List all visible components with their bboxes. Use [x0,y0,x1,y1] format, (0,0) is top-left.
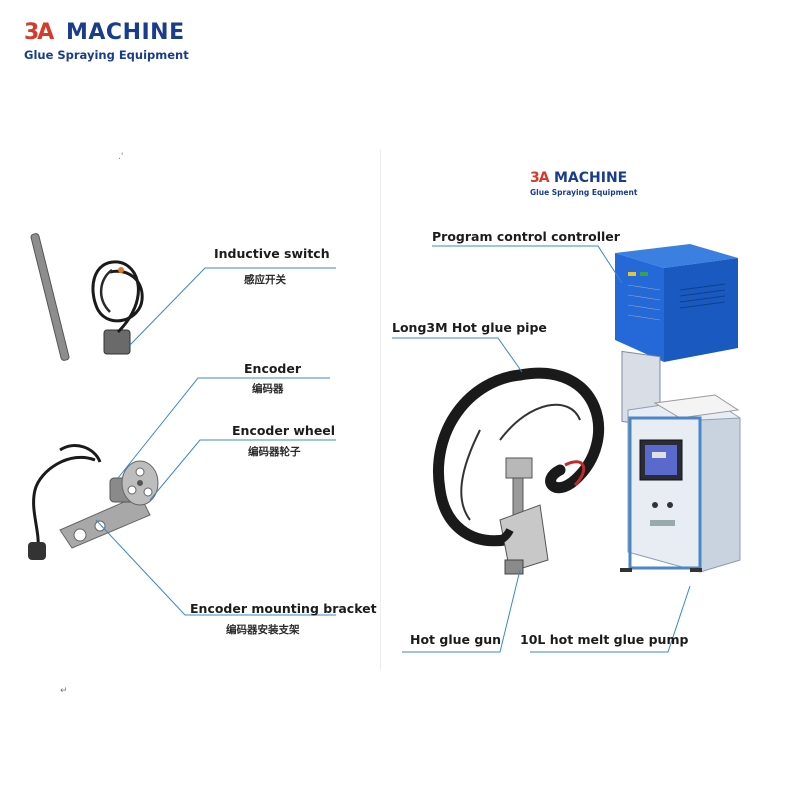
glue-pump-label: 10L hot melt glue pump [520,632,689,647]
encoder-wheel-label-cn: 编码器轮子 [248,446,301,458]
brand-small-tagline: Glue Spraying Equipment [530,188,638,197]
inductive-switch-label: Inductive switch [214,246,330,261]
brand-logo-small-mark: 3A [530,170,550,186]
brand-name: MACHINE [66,20,185,45]
encoder-label: Encoder [244,361,302,376]
encoder-wheel-label: Encoder wheel [232,423,336,438]
glue-pump-leader [530,585,691,653]
return-mark: ↵ [60,686,68,696]
hot-glue-gun-label: Hot glue gun [410,632,502,647]
brand-logo-mark: 3A [24,20,54,45]
program-controller-label: Program control controller [432,229,620,244]
stray-mark: .' [118,152,124,162]
encoder-wheel-leader [149,439,336,501]
brand-logo-small: 3A MACHINE Glue Spraying Equipment [530,170,640,202]
encoder-leader [117,377,330,479]
hot-glue-pipe-leader [392,337,523,373]
hot-glue-gun-leader [402,569,521,653]
inductive-switch-leader [129,267,336,346]
panel-divider [380,150,381,670]
hot-glue-pipe-label: Long3M Hot glue pipe [392,320,547,335]
glue-pump-illustration [620,394,741,573]
brand-small-name: MACHINE [554,170,628,186]
encoder-label-cn: 编码器 [252,383,284,395]
brand-logo: 3A MACHINE Glue Spraying Equipment [22,18,192,66]
controller-leader [432,245,623,284]
hot-glue-gun-illustration [478,457,549,575]
encoder-illustration [28,444,159,560]
mounting-bracket-label: Encoder mounting bracket [190,601,377,616]
brand-tagline: Glue Spraying Equipment [24,48,189,62]
inductive-switch-label-cn: 感应开关 [244,274,286,286]
inductive-switch-illustration [30,233,144,361]
controller-illustration [615,244,738,428]
mounting-bracket-leader [95,519,336,616]
mounting-bracket-label-cn: 编码器安装支架 [226,624,300,636]
hot-glue-pipe-illustration [433,367,605,547]
